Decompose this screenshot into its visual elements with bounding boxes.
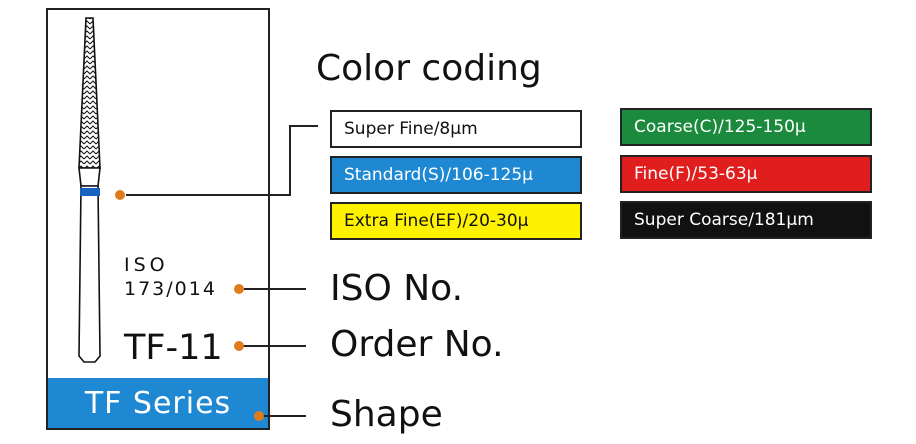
iso-dot: [234, 284, 244, 294]
swatch-super-coarse: Super Coarse/181µm: [620, 201, 872, 239]
swatch-coarse: Coarse(C)/125-150µ: [620, 108, 872, 146]
swatch-super-fine: Super Fine/8µm: [330, 110, 582, 148]
product-card: ISO 173/014 TF-11 TF Series: [46, 8, 270, 430]
iso-label: ISO: [124, 254, 169, 276]
order-dot: [234, 341, 244, 351]
shape-dot: [254, 411, 264, 421]
color-dot: [115, 190, 125, 200]
order-no-label: Order No.: [330, 324, 504, 365]
iso-no-label: ISO No.: [330, 268, 464, 309]
bur-icon: [78, 17, 101, 363]
bur-shank: [78, 185, 101, 363]
swatch-extra-fine: Extra Fine(EF)/20-30µ: [330, 202, 582, 240]
shape-label: Shape: [330, 394, 443, 435]
swatch-standard: Standard(S)/106-125µ: [330, 156, 582, 194]
color-band: [80, 188, 100, 196]
order-code: TF-11: [124, 328, 223, 368]
series-band: TF Series: [48, 378, 268, 428]
color-callout-line: [126, 125, 318, 196]
swatch-fine: Fine(F)/53-63µ: [620, 155, 872, 193]
legend-title: Color coding: [316, 48, 542, 89]
iso-code: 173/014: [124, 278, 217, 300]
